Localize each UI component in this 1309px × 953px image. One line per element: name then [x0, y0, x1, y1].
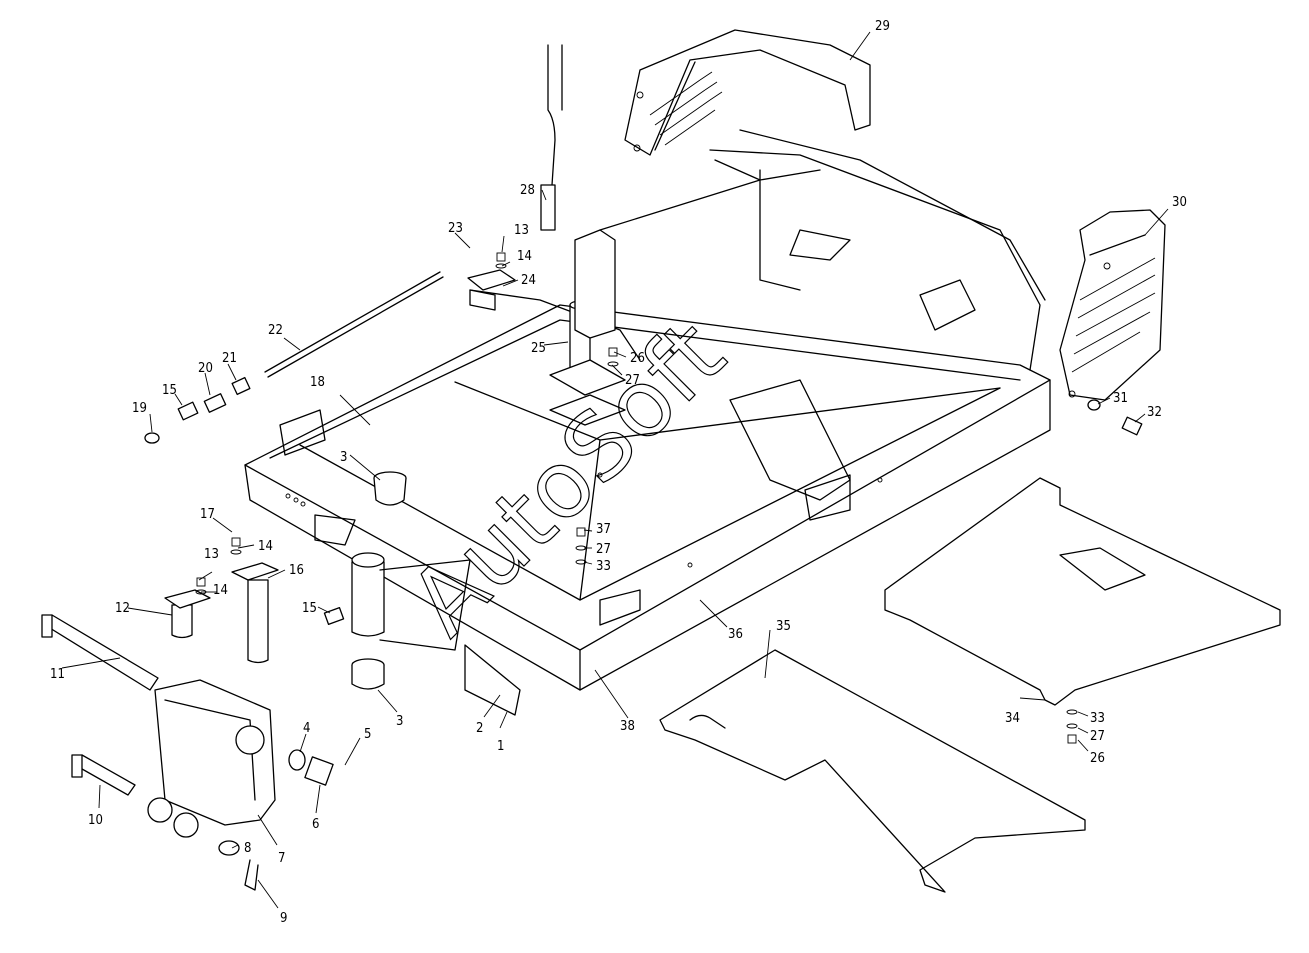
- part-label: 3: [396, 714, 403, 729]
- part-label: 29: [875, 19, 890, 34]
- part-label: 4: [303, 721, 310, 736]
- pin-16: [231, 562, 279, 664]
- fittings-19-20-21: [144, 376, 251, 444]
- part-label: 32: [1147, 405, 1162, 420]
- plate-1: [464, 644, 521, 716]
- bushing-3-lower: [351, 658, 385, 690]
- part-label: 2: [476, 721, 483, 736]
- part-label: 20: [198, 361, 213, 376]
- part-label: 12: [115, 601, 130, 616]
- part-label: 9: [280, 911, 287, 926]
- floor-plate: [884, 477, 1281, 706]
- part-label: 17: [200, 507, 215, 522]
- part-label: 24: [521, 273, 536, 288]
- part-label: 26: [1090, 751, 1105, 766]
- part-label: 28: [520, 183, 535, 198]
- part-label: 21: [222, 351, 237, 366]
- part-label: 14: [517, 249, 532, 264]
- part-label: 14: [213, 583, 228, 598]
- hinge-bracket: [147, 679, 276, 838]
- part-label: 27: [625, 373, 640, 388]
- leader-lines: [61, 31, 1169, 909]
- part-label: 38: [620, 719, 635, 734]
- part-label: 37: [596, 522, 611, 537]
- part-label: 33: [596, 559, 611, 574]
- part-label: 11: [50, 667, 65, 682]
- part-labels: 1 2 3 3 4 5 6 7 8 9 10 11 12 13 13 14 14…: [50, 19, 1187, 926]
- part-label: 30: [1172, 195, 1187, 210]
- part-label: 15: [302, 601, 317, 616]
- part-label: 27: [1090, 729, 1105, 744]
- valve-24: [467, 269, 516, 311]
- part-label: 23: [448, 221, 463, 236]
- part-label: 34: [1005, 711, 1020, 726]
- cotter-9: [244, 859, 259, 891]
- tube-22: [264, 271, 444, 378]
- part-label: 1: [497, 739, 504, 754]
- part-label: 31: [1113, 391, 1128, 406]
- part-label: 35: [776, 619, 791, 634]
- part-label: 8: [244, 841, 251, 856]
- part-label: 16: [289, 563, 304, 578]
- washer-8: [218, 840, 240, 856]
- hardware-stacks: [195, 252, 1143, 744]
- part-label: 7: [278, 851, 285, 866]
- part-label: 5: [364, 727, 371, 742]
- part-label: 19: [132, 401, 147, 416]
- bushing-3-upper: [373, 471, 407, 506]
- part-label: 22: [268, 323, 283, 338]
- part-label: 10: [88, 813, 103, 828]
- part-label: 15: [162, 383, 177, 398]
- part-label: 3: [340, 450, 347, 465]
- part-label: 26: [630, 351, 645, 366]
- part-label: 33: [1090, 711, 1105, 726]
- post-28: [540, 44, 616, 339]
- part-label: 13: [514, 223, 529, 238]
- floor-mat: [659, 649, 1086, 893]
- part-label: 25: [531, 341, 546, 356]
- pin-12: [164, 589, 211, 639]
- part-label: 18: [310, 375, 325, 390]
- part-label: 36: [728, 627, 743, 642]
- nut-6: [304, 756, 334, 786]
- part-label: 14: [258, 539, 273, 554]
- pin-10: [71, 754, 136, 796]
- washer-4: [288, 749, 306, 771]
- main-frame: [244, 129, 1051, 691]
- pin-11: [41, 614, 159, 691]
- swing-post: [351, 552, 471, 651]
- grease-fitting-15-left: [323, 606, 345, 626]
- part-label: 6: [312, 817, 319, 832]
- part-label: 27: [596, 542, 611, 557]
- part-label: 13: [204, 547, 219, 562]
- side-guard: [1059, 209, 1166, 401]
- backrest-panel: [624, 29, 871, 156]
